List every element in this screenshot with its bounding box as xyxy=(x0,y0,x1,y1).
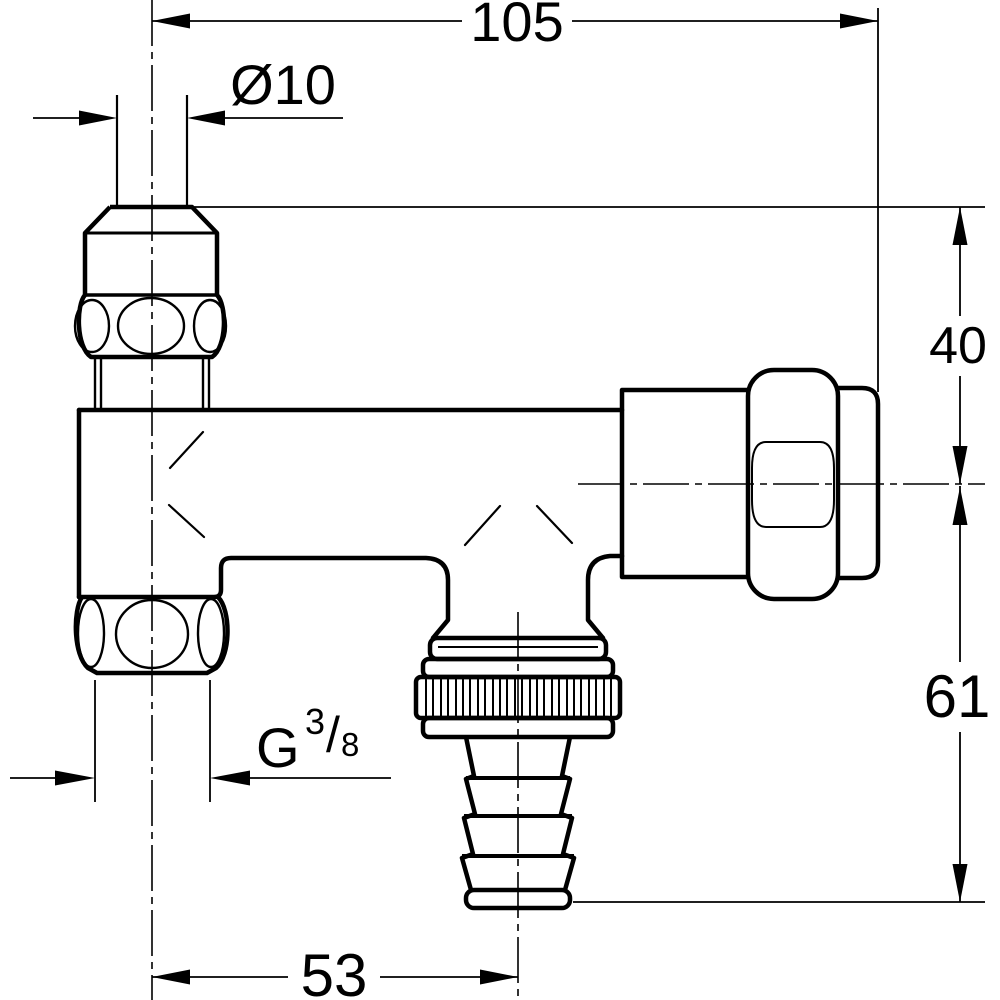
arrow-105-left xyxy=(152,13,190,29)
arrow-61-bottom xyxy=(952,864,968,902)
arrow-53-left xyxy=(152,969,190,985)
lower-nut-outline xyxy=(73,595,230,676)
hose-barb xyxy=(459,736,577,911)
body-spout-right-wall xyxy=(585,553,625,641)
thread-denominator: 8 xyxy=(341,726,360,763)
arrow-105-right xyxy=(840,13,878,29)
dim-inlet-diameter-label: Ø10 xyxy=(230,53,336,116)
barb-right-profile xyxy=(558,736,577,891)
outlet-housing xyxy=(619,387,751,580)
inlet-pipe-walls xyxy=(115,95,189,207)
dim-105-label: 105 xyxy=(470,0,564,53)
fitting-chamfer xyxy=(82,204,220,295)
union-nut xyxy=(745,367,841,602)
arrow-61-top xyxy=(952,487,968,525)
compression-fitting xyxy=(73,204,228,410)
dimension-arrowheads xyxy=(55,13,968,985)
valve-body xyxy=(76,387,751,641)
extension-lines xyxy=(94,8,985,903)
hose-coupling xyxy=(413,635,623,911)
body-bottom-profile xyxy=(76,555,451,641)
arrow-40-top xyxy=(952,207,968,245)
lobe-right xyxy=(192,298,228,354)
fitting-wingnut-lobes xyxy=(73,296,228,356)
arrow-thread-left xyxy=(55,770,95,786)
knurl-lines xyxy=(425,678,612,717)
surface-marks xyxy=(167,430,574,547)
arrow-thread-right xyxy=(210,770,250,786)
thread-numerator: 3 xyxy=(305,701,326,742)
centerlines xyxy=(151,0,985,1000)
lobe-center xyxy=(116,296,186,356)
fitting-thread-lines xyxy=(93,357,211,410)
barb-ring-edges xyxy=(462,776,574,858)
lower-lobe-right xyxy=(196,597,226,669)
lobe-left xyxy=(73,298,111,354)
barb-left-profile xyxy=(459,736,478,891)
arrow-53-right xyxy=(480,969,518,985)
coupling-collar-bottom xyxy=(420,715,616,740)
union-nut-hex-flat xyxy=(751,441,835,528)
outlet-cap xyxy=(838,385,881,581)
thread-prefix: G xyxy=(256,716,300,779)
arrow-40-bottom xyxy=(952,446,968,484)
arrow-d10-right xyxy=(187,110,225,126)
lower-lobe-center xyxy=(114,598,190,670)
arrow-d10-left xyxy=(79,110,117,126)
lower-nut-lobes xyxy=(76,597,226,670)
inlet-pipe xyxy=(115,95,189,207)
barb-end-cap xyxy=(463,887,573,911)
dim-thread-label: G 3 / 8 xyxy=(256,700,376,776)
lower-lobe-left xyxy=(76,597,106,669)
lower-union-nut xyxy=(73,595,230,676)
dim-53-label: 53 xyxy=(300,942,368,1000)
dim-61-label: 61 xyxy=(923,663,991,730)
dim-40-label: 40 xyxy=(929,317,987,375)
outlet-union xyxy=(745,367,881,602)
thread-slash: / xyxy=(326,707,340,763)
